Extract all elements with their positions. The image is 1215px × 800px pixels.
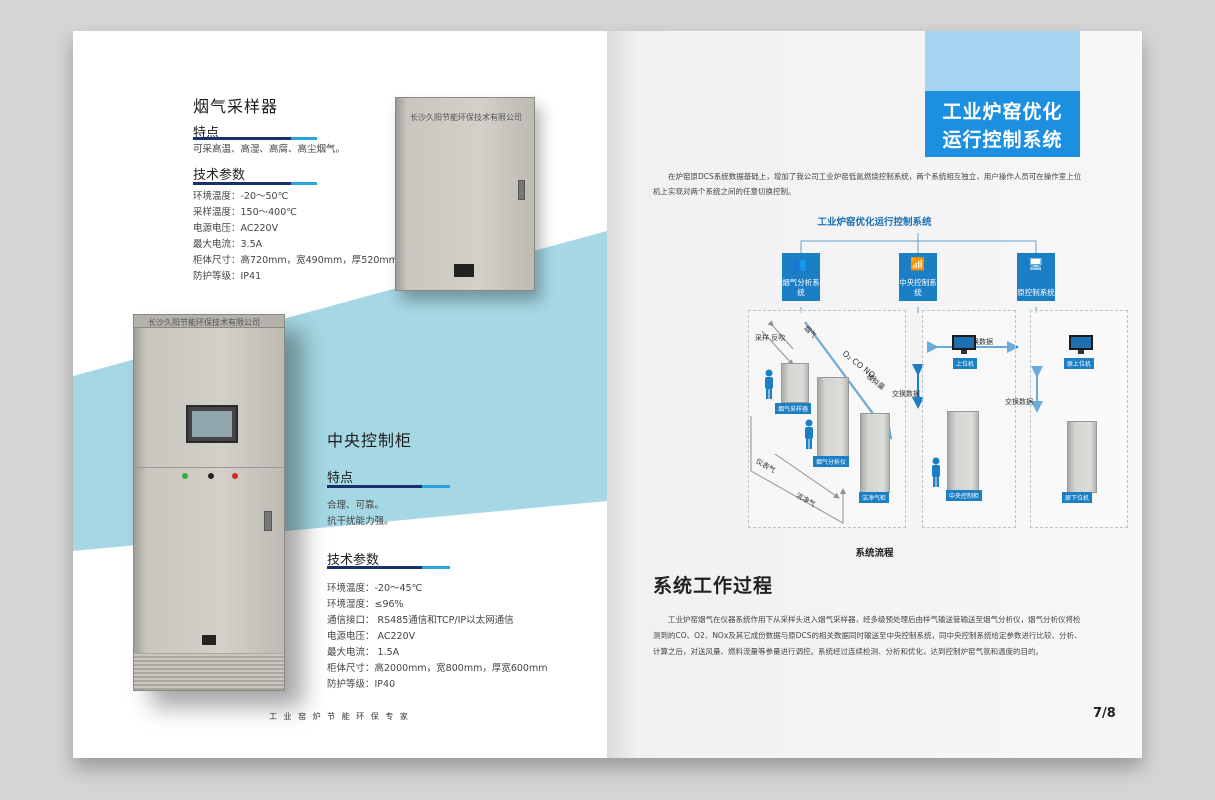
spec-line: 柜体尺寸：高2000mm，宽800mm，厚宽600mm bbox=[327, 663, 548, 674]
heading-underline bbox=[193, 182, 291, 185]
title-header-light bbox=[925, 31, 1080, 91]
heading-underline-accent bbox=[422, 485, 450, 488]
spec-line: 环境温度：-20～45℃ bbox=[327, 583, 423, 594]
diagram-caption: 系统流程 bbox=[855, 548, 894, 559]
process-title: 系统工作过程 bbox=[653, 575, 774, 597]
cabinet-brand: 长沙久阳节能环保技术有限公司 bbox=[410, 113, 522, 122]
feature-line: 抗干扰能力强。 bbox=[327, 516, 394, 527]
right-page: 工业炉窑优化 运行控制系统 在炉窑原DCS系统数据基础上，增加了我公司工业炉窑低… bbox=[607, 31, 1142, 758]
sampler-cabinet-image: 长沙久阳节能环保技术有限公司 bbox=[395, 97, 535, 291]
page-number: 7/8 bbox=[1093, 706, 1116, 721]
feature-line: 合理、可靠。 bbox=[327, 500, 385, 511]
red-indicator-icon bbox=[232, 473, 238, 479]
system-label: 中央控制系统 bbox=[899, 278, 937, 297]
title-line-1: 工业炉窑优化 bbox=[942, 101, 1063, 123]
orig-host-pc-tag: 原上位机 bbox=[1064, 358, 1095, 369]
control-features-heading: 特点 bbox=[327, 471, 354, 486]
control-features-list: 合理、可靠。 抗干扰能力强。 bbox=[327, 498, 394, 530]
title-header: 工业炉窑优化 运行控制系统 bbox=[925, 91, 1080, 157]
sampler-features-text: 可采高温、高湿、高腐、高尘烟气。 bbox=[193, 144, 346, 155]
system-label: 原控制系统 bbox=[1017, 288, 1055, 297]
heading-underline bbox=[327, 566, 422, 569]
control-cabinet-title: 中央控制柜 bbox=[327, 431, 413, 450]
spec-line: 最大电流： 1.5A bbox=[327, 647, 400, 658]
cabinet-brand: 长沙久阳节能环保技术有限公司 bbox=[148, 318, 260, 327]
green-indicator-icon bbox=[182, 473, 188, 479]
computer-icon: 🖥 bbox=[1028, 257, 1044, 271]
label-sample-blowback: 采样 反吹 bbox=[755, 334, 786, 342]
heading-underline-accent bbox=[291, 182, 317, 185]
left-page: 烟气采样器 特点 可采高温、高湿、高腐、高尘烟气。 技术参数 环境温度：-20～… bbox=[73, 31, 607, 758]
spec-line: 柜体尺寸：高720mm，宽490mm，厚520mm bbox=[193, 255, 398, 266]
cabinet-handle-icon bbox=[518, 180, 525, 200]
spec-line: 环境温度：-20～50℃ bbox=[193, 191, 289, 202]
spec-line: 采样温度：150～400℃ bbox=[193, 207, 297, 218]
label-exchange-data-1: 交换数据 bbox=[965, 338, 993, 346]
touchscreen-icon bbox=[186, 405, 238, 443]
clean-tag: 洁净气柜 bbox=[859, 492, 890, 503]
heading-underline bbox=[327, 485, 422, 488]
orig-lower-tag: 原下位机 bbox=[1062, 492, 1093, 503]
sampler-specs-list: 环境温度：-20～50℃ 采样温度：150～400℃ 电源电压：AC220V 最… bbox=[193, 189, 398, 285]
footer-slogan: 工 业 窑 炉 节 能 环 保 专 家 bbox=[269, 712, 410, 721]
sampler-title: 烟气采样器 bbox=[193, 97, 279, 116]
system-label: 烟气分析系统 bbox=[782, 278, 820, 297]
sampler-specs-heading: 技术参数 bbox=[193, 168, 246, 183]
sampler-unit bbox=[781, 363, 809, 403]
title-line-2: 运行控制系统 bbox=[942, 129, 1063, 151]
spec-line: 防护等级：IP40 bbox=[327, 679, 396, 690]
spec-line: 最大电流：3.5A bbox=[193, 239, 263, 250]
cabinet-handle-icon bbox=[264, 511, 272, 531]
central-tag: 中央控制柜 bbox=[946, 490, 983, 501]
intro-text: 在炉窑原DCS系统数据基础上，增加了我公司工业炉窑低氮燃烧控制系统，两个系统相互… bbox=[653, 172, 1082, 196]
cabinet-plate-icon bbox=[202, 635, 216, 645]
host-pc-tag: 上位机 bbox=[953, 358, 978, 369]
monitor-icon bbox=[1069, 335, 1093, 354]
spec-line: 通信接口： RS485通信和TCP/IP以太网通信 bbox=[327, 615, 514, 626]
brochure-spread: 烟气采样器 特点 可采高温、高湿、高腐、高尘烟气。 技术参数 环境温度：-20～… bbox=[73, 31, 1142, 758]
control-specs-heading: 技术参数 bbox=[327, 553, 380, 568]
heading-underline-accent bbox=[291, 137, 317, 140]
monitor-icon bbox=[952, 335, 976, 354]
analyzer-tag: 烟气分析仪 bbox=[813, 456, 850, 467]
spec-line: 电源电压：AC220V bbox=[193, 223, 279, 234]
cabinet-seam bbox=[134, 467, 284, 468]
clean-gas-unit bbox=[860, 413, 890, 493]
analyzer-unit bbox=[817, 377, 849, 457]
orig-lower-pc-unit bbox=[1067, 421, 1097, 493]
spec-line: 防护等级：IP41 bbox=[193, 271, 262, 282]
operator-icon bbox=[932, 457, 940, 487]
process-text: 工业炉窑烟气在仪器系统作用下从采样头进入烟气采样器，经多级预处理后由样气输送管输… bbox=[653, 615, 1082, 656]
sampler-tag: 烟气采样器 bbox=[775, 403, 812, 414]
central-control-system-node: 📶 中央控制系统 bbox=[899, 253, 937, 301]
heading-underline-accent bbox=[422, 566, 450, 569]
diagram-title: 工业炉窑优化运行控制系统 bbox=[817, 217, 932, 228]
wifi-icon: 📶 bbox=[910, 257, 925, 271]
spec-line: 环境湿度：≤96% bbox=[327, 599, 404, 610]
operator-icon bbox=[765, 369, 773, 399]
operator-icon bbox=[805, 419, 813, 449]
central-cabinet-unit bbox=[947, 411, 979, 491]
spec-line: 电源电压： AC220V bbox=[327, 631, 416, 642]
cabinet-plate-icon bbox=[454, 264, 474, 277]
control-specs-list: 环境温度：-20～45℃ 环境湿度：≤96% 通信接口： RS485通信和TCP… bbox=[327, 581, 547, 693]
heading-underline bbox=[193, 137, 291, 140]
cabinet-vent bbox=[134, 653, 284, 690]
flue-gas-analysis-system-node: 👥 烟气分析系统 bbox=[782, 253, 820, 301]
original-control-system-node: 🖥 原控制系统 bbox=[1017, 253, 1055, 301]
users-icon: 👥 bbox=[792, 257, 807, 271]
black-indicator-icon bbox=[208, 473, 214, 479]
label-exchange-data-3: 交换数据 bbox=[1005, 398, 1033, 406]
control-cabinet-image: 长沙久阳节能环保技术有限公司 bbox=[133, 314, 285, 691]
label-exchange-data-2: 交换数据 bbox=[892, 390, 920, 398]
cabinet-top bbox=[134, 315, 284, 328]
